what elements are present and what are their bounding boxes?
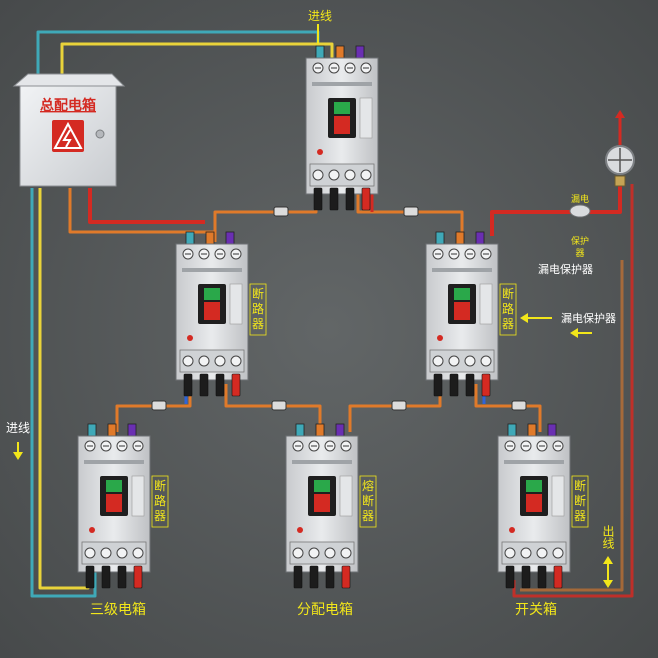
breaker-distribution-side-char: 器 xyxy=(362,509,374,523)
breaker-mid-right-side-char: 器 xyxy=(502,317,514,331)
breaker-distribution: 熔断器 xyxy=(285,423,377,589)
labels: 进线 进线 漏电保护器 漏电保护器 出线 三级电箱 分配电箱 开关箱 xyxy=(6,9,616,618)
breaker-distribution-side-char: 熔 xyxy=(362,478,374,493)
breaker-mid-right-side-char: 断 xyxy=(502,286,514,301)
high-voltage-icon xyxy=(52,120,84,152)
breaker-distribution-side-char: 断 xyxy=(362,493,374,508)
breaker-level3-side-char: 器 xyxy=(154,509,166,523)
breaker-mid-right-side-label: 断路器 xyxy=(499,283,517,336)
breaker-level3: 断路器 xyxy=(77,423,169,589)
switch-box-label: 开关箱 xyxy=(515,602,557,618)
arrow-updown-icon xyxy=(603,556,613,588)
breaker-level3-side-char: 路 xyxy=(154,493,166,508)
small-label-bot: 器 xyxy=(575,248,584,259)
breaker-level3-side-label: 断路器 xyxy=(151,475,169,528)
breaker-distribution-side-label: 熔断器 xyxy=(359,475,377,528)
arrow-left-icon xyxy=(520,313,592,338)
breaker-mid-left: 断路器 xyxy=(175,231,267,397)
leak-protector-upper-label: 漏电保护器 xyxy=(538,262,593,276)
breaker-top xyxy=(305,45,379,211)
main-box-title: 总配电箱 xyxy=(40,97,96,114)
level3-box-label: 三级电箱 xyxy=(90,602,146,618)
leak-protector-side-label: 漏电保护器 xyxy=(561,311,616,325)
breaker-mid-right: 断路器 xyxy=(425,231,517,397)
meter-icon xyxy=(605,110,635,187)
breaker-switch-side-char: 断 xyxy=(574,493,586,508)
wire-connectors xyxy=(151,206,527,411)
outgoing-label: 出线 xyxy=(601,525,615,549)
main-distribution-box: 总配电箱 xyxy=(12,73,126,187)
arrow-down-icon xyxy=(13,442,23,460)
breaker-mid-left-side-char: 路 xyxy=(252,301,264,316)
small-label-mid: 保护 xyxy=(571,235,589,247)
breaker-mid-right-side-char: 路 xyxy=(502,301,514,316)
small-leak-protector: 漏电 保护 器 xyxy=(569,193,591,259)
breaker-switch-side-char: 器 xyxy=(574,509,586,523)
breaker-level3-side-char: 断 xyxy=(154,478,166,493)
breaker-mid-left-side-char: 断 xyxy=(252,286,264,301)
distribution-box-label: 分配电箱 xyxy=(297,602,353,618)
breaker-mid-left-side-label: 断路器 xyxy=(249,283,267,336)
left-incoming-label: 进线 xyxy=(6,421,30,435)
breaker-switch-side-char: 断 xyxy=(574,478,586,493)
breaker-mid-left-side-char: 器 xyxy=(252,317,264,331)
small-label-top: 漏电 xyxy=(571,193,589,205)
breaker-switch-side-label: 断断器 xyxy=(571,475,589,528)
top-incoming-label: 进线 xyxy=(308,9,332,23)
breaker-switch: 断断器 xyxy=(497,423,589,589)
